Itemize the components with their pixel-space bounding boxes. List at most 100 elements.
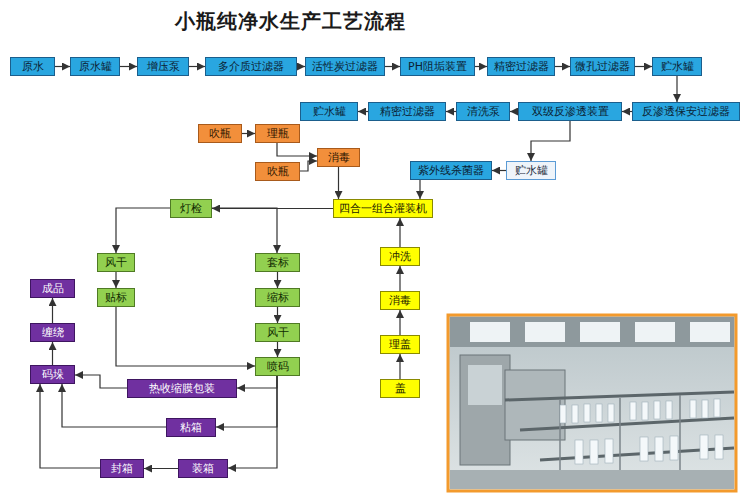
flow-arrow	[52, 342, 53, 365]
step-label: 风干	[267, 326, 289, 339]
flow-arrow	[144, 468, 178, 469]
flow-arrow	[40, 384, 100, 468]
filling-step-box: 消毒	[380, 291, 420, 310]
flow-arrow	[399, 266, 400, 291]
label-step-box: 喷码	[255, 357, 300, 376]
flow-arrow	[338, 167, 339, 199]
flow-arrow	[399, 218, 400, 247]
process-box: 增压泵	[137, 57, 189, 76]
process-box: 原水罐	[70, 57, 120, 76]
flow-arrow	[531, 121, 570, 161]
flow-arrow	[419, 180, 420, 199]
flow-arrow	[75, 375, 127, 388]
label-step-box: 缩标	[255, 288, 300, 307]
step-label: 贮水罐	[661, 60, 694, 73]
step-label: 清洗泵	[467, 105, 500, 118]
flow-arrow	[399, 354, 400, 379]
step-label: 风干	[105, 256, 127, 269]
process-box: 贮水罐	[652, 57, 702, 76]
step-label: 装箱	[192, 462, 214, 475]
flow-arrow	[635, 66, 652, 67]
flow-arrow	[297, 66, 305, 67]
filling-step-box: 冲洗	[380, 247, 420, 266]
step-label: 贮水罐	[313, 105, 346, 118]
step-label: 吹瓶	[267, 165, 289, 178]
process-box: 反渗透保安过滤器	[632, 102, 740, 121]
packing-step-box: 装箱	[178, 459, 228, 478]
process-box: 精密过滤器	[487, 57, 555, 76]
flow-arrow	[676, 76, 677, 102]
diagram-title: 小瓶纯净水生产工艺流程	[150, 8, 430, 35]
bottle-step-box: 理瓶	[255, 124, 300, 143]
flow-arrow	[116, 307, 255, 366]
flow-arrow	[55, 66, 70, 67]
process-box: 清洗泵	[456, 102, 510, 121]
flow-arrow	[237, 376, 277, 388]
step-label: 原水罐	[79, 60, 112, 73]
step-label: 精密过滤器	[380, 105, 435, 118]
flow-arrow	[116, 208, 170, 253]
label-step-box: 套标	[255, 253, 300, 272]
step-label: 四合一组合灌装机	[339, 202, 427, 215]
process-box: 贮水罐	[300, 102, 358, 121]
step-label: 多介质过滤器	[218, 60, 284, 73]
packing-step-box: 粘箱	[166, 418, 216, 437]
step-label: 吹瓶	[209, 127, 231, 140]
flow-arrow	[446, 111, 456, 112]
packing-step-box: 成品	[30, 279, 75, 298]
step-label: 消毒	[389, 294, 411, 307]
label-step-box: 风干	[255, 323, 300, 342]
step-label: 双级反渗透装置	[532, 105, 609, 118]
flow-arrow	[277, 143, 317, 156]
flow-arrow	[277, 272, 278, 288]
step-label: 灯检	[180, 202, 202, 215]
step-label: 盖	[395, 382, 406, 395]
flow-arrow	[358, 111, 368, 112]
step-label: 增压泵	[147, 60, 180, 73]
flow-arrow	[622, 111, 632, 112]
step-label: 码垛	[42, 368, 64, 381]
flow-arrow	[555, 66, 570, 67]
step-label: 消毒	[328, 151, 350, 164]
filling-step-box: 盖	[380, 379, 420, 398]
process-box: 原水	[10, 57, 55, 76]
flow-arrow	[385, 66, 400, 67]
step-label: 紫外线杀菌器	[418, 164, 484, 177]
flow-arrow	[277, 307, 278, 323]
step-label: 原水	[22, 60, 44, 73]
step-label: 贮水罐	[515, 164, 548, 177]
bottle-step-box: 消毒	[317, 148, 360, 167]
label-step-box: 风干	[97, 253, 135, 272]
step-label: 套标	[267, 256, 289, 269]
step-label: 反渗透保安过滤器	[642, 105, 730, 118]
process-box: PH阻垢装置	[400, 57, 475, 76]
process-box: 紫外线杀菌器	[410, 161, 492, 180]
flow-arrow	[277, 342, 278, 357]
flow-arrow	[242, 133, 255, 134]
step-label: 微孔过滤器	[575, 60, 630, 73]
packing-step-box: 码垛	[30, 365, 75, 384]
flow-arrow	[510, 111, 518, 112]
step-label: 粘箱	[180, 421, 202, 434]
process-box: 精密过滤器	[368, 102, 446, 121]
step-label: 热收缩膜包装	[149, 382, 215, 395]
step-label: 缠绕	[42, 326, 64, 339]
filling-step-box: 理盖	[380, 335, 420, 354]
step-label: 理瓶	[267, 127, 289, 140]
process-box: 多介质过滤器	[205, 57, 297, 76]
flow-arrow	[115, 272, 116, 288]
flow-arrow	[492, 170, 506, 171]
step-label: 冲洗	[389, 250, 411, 263]
flow-arrow	[120, 66, 137, 67]
tank-box: 贮水罐	[506, 161, 556, 180]
packing-step-box: 封箱	[100, 459, 144, 478]
packing-step-box: 缠绕	[30, 323, 75, 342]
step-label: 活性炭过滤器	[312, 60, 378, 73]
process-box: 双级反渗透装置	[518, 102, 622, 121]
step-label: 封箱	[111, 462, 133, 475]
step-label: 喷码	[267, 360, 289, 373]
flow-arrow	[52, 298, 53, 323]
step-label: 精密过滤器	[494, 60, 549, 73]
packing-step-box: 热收缩膜包装	[127, 379, 237, 398]
step-label: 理盖	[389, 338, 411, 351]
